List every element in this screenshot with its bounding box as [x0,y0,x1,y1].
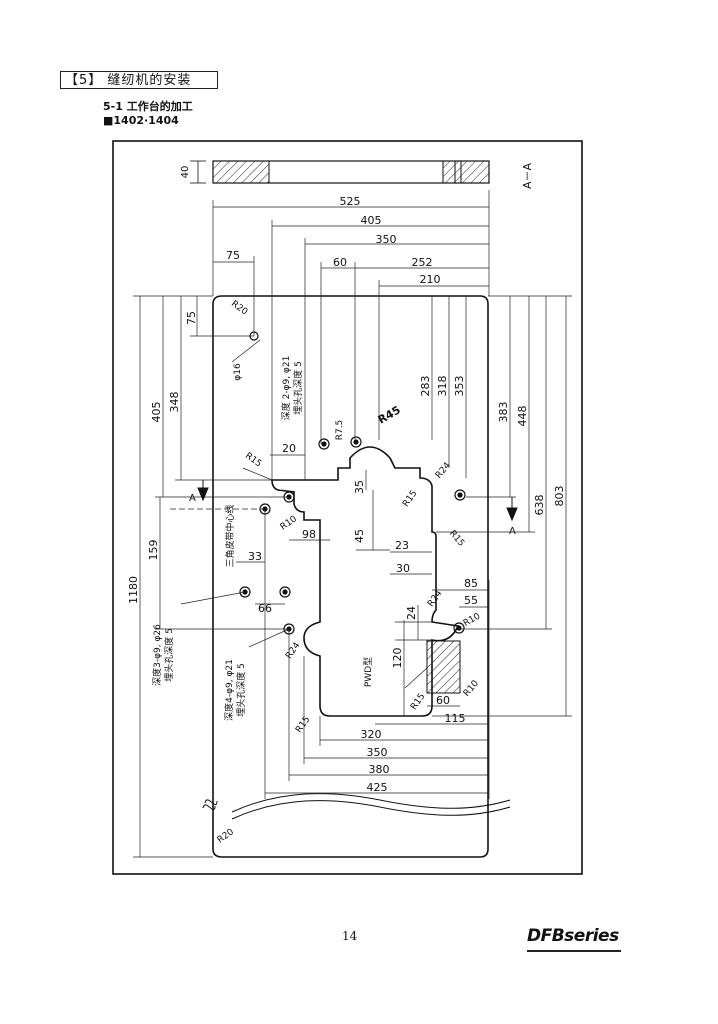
svg-text:R15: R15 [294,715,312,735]
dimension-lines [133,190,572,858]
table-outline [212,295,489,858]
svg-text:R24: R24 [434,461,453,481]
main-cutout [271,446,460,717]
svg-text:115: 115 [445,712,466,725]
svg-text:85: 85 [464,577,478,590]
svg-text:60: 60 [436,694,450,707]
svg-text:803: 803 [553,486,566,507]
svg-text:R15: R15 [409,692,427,712]
svg-text:210: 210 [420,273,441,286]
svg-text:R15: R15 [243,451,263,469]
drawing-frame [112,140,583,875]
section-mark-right: A [509,526,516,537]
svg-text:66: 66 [258,602,272,615]
svg-text:120: 120 [391,648,404,669]
svg-text:R15: R15 [401,489,419,509]
svg-text:380: 380 [369,763,390,776]
svg-text:33: 33 [248,550,262,563]
svg-text:埋头孔深度 5: 埋头孔深度 5 [235,663,247,717]
svg-text:35: 35 [353,480,366,494]
notes: φ16 深度 2-φ9, φ21 埋头孔深度 5 三角皮带中心线 深度3-φ9,… [151,356,374,721]
svg-text:R10: R10 [462,679,481,699]
svg-text:R20: R20 [216,827,236,846]
svg-text:R7.5: R7.5 [335,420,345,441]
vertical-dim-labels: 1180 405 348 159 75 283 318 353 35 45 24… [127,311,566,669]
svg-text:23: 23 [395,539,409,552]
svg-text:283: 283 [419,376,432,397]
svg-text:75: 75 [185,311,198,325]
svg-text:R45: R45 [376,403,403,426]
svg-text:448: 448 [516,406,529,427]
svg-text:383: 383 [497,402,510,423]
svg-text:20: 20 [282,442,296,455]
logo-underline [527,950,621,952]
section-view: 40 A－A [180,160,534,190]
svg-text:318: 318 [436,376,449,397]
section-mark-left: A [189,493,196,504]
brand-logo: DFBseries [527,926,619,946]
svg-text:320: 320 [361,728,382,741]
svg-text:R10: R10 [279,514,299,533]
svg-text:45: 45 [353,529,366,543]
svg-text:R24: R24 [284,641,303,661]
svg-text:55: 55 [464,594,478,607]
svg-text:60: 60 [333,256,347,269]
pwd-area [426,640,461,694]
section-arrows [197,480,518,522]
svg-text:350: 350 [367,746,388,759]
svg-text:98: 98 [302,528,316,541]
svg-text:350: 350 [376,233,397,246]
svg-text:75: 75 [226,249,240,262]
svg-text:埋头孔深度 5: 埋头孔深度 5 [163,628,175,682]
thickness-dim: 40 [180,166,191,179]
svg-text:PWD型: PWD型 [363,657,374,687]
model-label: ■1402·1404 [103,114,179,127]
svg-text:405: 405 [361,214,382,227]
svg-text:525: 525 [340,195,361,208]
svg-text:R20: R20 [229,299,249,318]
svg-text:1180: 1180 [127,576,140,604]
svg-text:30: 30 [396,562,410,575]
svg-text:638: 638 [533,495,546,516]
svg-text:405: 405 [150,402,163,423]
svg-text:埋头孔深度 5: 埋头孔深度 5 [292,361,304,415]
svg-text:R24: R24 [426,589,445,609]
svg-text:深度 2-φ9, φ21: 深度 2-φ9, φ21 [280,356,292,421]
svg-text:348: 348 [168,392,181,413]
section-label: A－A [521,163,534,190]
page-number: 14 [342,929,358,943]
svg-text:425: 425 [367,781,388,794]
svg-text:三角皮带中心线: 三角皮带中心线 [224,504,236,567]
svg-text:深度4-φ9, φ21: 深度4-φ9, φ21 [223,659,235,721]
subsection-title: 5-1 工作台的加工 [103,100,193,113]
svg-text:24: 24 [405,606,418,620]
svg-text:252: 252 [412,256,433,269]
section-title: 【5】 缝纫机的安装 [60,71,218,89]
svg-text:353: 353 [453,376,466,397]
svg-text:R10: R10 [462,611,483,629]
svg-text:159: 159 [147,540,160,561]
svg-text:深度3-φ9, φ26: 深度3-φ9, φ26 [151,624,163,686]
svg-text:φ16: φ16 [233,363,243,381]
horizontal-dim-labels: 525 405 350 252 210 75 60 20 98 33 66 23… [226,195,478,794]
